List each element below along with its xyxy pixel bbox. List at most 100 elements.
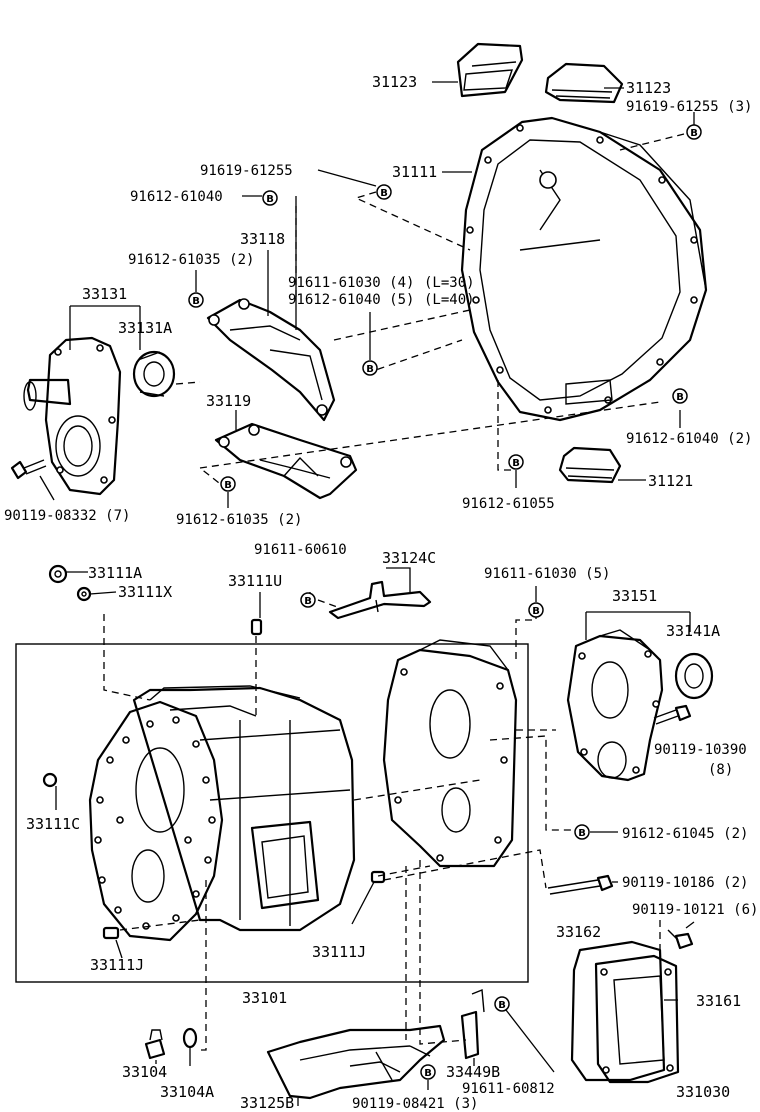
leader-lines bbox=[39, 81, 695, 1106]
label-91611-61030-5: 91611-61030 (5) bbox=[484, 566, 610, 582]
bolt-marker-b: B bbox=[686, 124, 702, 140]
bolt-marker-b: B bbox=[262, 190, 278, 206]
svg-text:B: B bbox=[424, 1068, 432, 1079]
part-33162-gasket bbox=[570, 940, 666, 1082]
part-33111J-pin-right bbox=[370, 870, 386, 884]
label-91611-61030-4: 91611-61030 (4) bbox=[288, 275, 414, 291]
part-33101-transmission-case bbox=[88, 685, 356, 942]
svg-text:B: B bbox=[304, 596, 312, 607]
part-33141A-seal bbox=[674, 652, 714, 700]
label-33162: 33162 bbox=[556, 923, 601, 941]
svg-text:B: B bbox=[224, 480, 232, 491]
label-33124C: 33124C bbox=[382, 549, 436, 567]
part-31121-cover bbox=[558, 446, 622, 484]
part-31123-cover-right bbox=[544, 62, 624, 104]
label-91611-60812: 91611-60812 bbox=[462, 1081, 555, 1097]
bolt-marker-b: B bbox=[420, 1064, 436, 1080]
bolt-marker-b: B bbox=[528, 602, 544, 618]
assembly-33101-frame bbox=[15, 643, 529, 983]
label-91611-60610: 91611-60610 bbox=[254, 542, 347, 558]
part-33111X-gasket bbox=[76, 586, 92, 602]
label-91619-61255: 91619-61255 bbox=[200, 163, 293, 179]
label-91612-61055: 91612-61055 bbox=[462, 496, 555, 512]
label-l40: (L=40) bbox=[424, 292, 475, 308]
bolt-marker-b: B bbox=[188, 292, 204, 308]
bolt-marker-b: B bbox=[508, 454, 524, 470]
part-33449B-clip bbox=[460, 989, 485, 1060]
label-331030: 331030 bbox=[676, 1083, 730, 1101]
label-33111X: 33111X bbox=[118, 583, 172, 601]
label-33104: 33104 bbox=[122, 1063, 167, 1081]
part-33111A-plug bbox=[48, 564, 68, 584]
part-33104-drain-plug bbox=[144, 1029, 166, 1060]
label-33131: 33131 bbox=[82, 285, 127, 303]
bolt-marker-b: B bbox=[376, 184, 392, 200]
label-91612-61040-2: 91612-61040 (2) bbox=[626, 431, 752, 447]
label-33141A: 33141A bbox=[666, 622, 720, 640]
label-31111: 31111 bbox=[392, 163, 437, 181]
label-33111A: 33111A bbox=[88, 564, 142, 582]
svg-text:B: B bbox=[532, 606, 540, 617]
part-90119-10121-bolt bbox=[667, 929, 694, 950]
label-91612-61035-2-bottom: 91612-61035 (2) bbox=[176, 512, 302, 528]
label-33118: 33118 bbox=[240, 230, 285, 248]
part-90119-10186-bolt bbox=[547, 874, 614, 895]
part-33101-intermediate-plate bbox=[382, 639, 518, 868]
part-33161-cover bbox=[594, 954, 680, 1084]
part-33131A-oil-seal bbox=[132, 350, 176, 398]
part-33111U-pin bbox=[250, 618, 263, 636]
svg-text:B: B bbox=[192, 296, 200, 307]
label-33131A: 33131A bbox=[118, 319, 172, 337]
part-33111C-plug bbox=[42, 772, 58, 788]
label-33101: 33101 bbox=[242, 989, 287, 1007]
svg-text:B: B bbox=[676, 392, 684, 403]
bolt-marker-b: B bbox=[300, 592, 316, 608]
label-31123-right: 31123 bbox=[626, 79, 671, 97]
bolt-marker-b: B bbox=[494, 996, 510, 1012]
bolt-marker-b: B bbox=[220, 476, 236, 492]
label-33161: 33161 bbox=[696, 992, 741, 1010]
part-33151-extension-housing bbox=[566, 629, 664, 782]
label-91612-61040-5: 91612-61040 (5) bbox=[288, 292, 414, 308]
bolt-marker-b: B bbox=[574, 824, 590, 840]
label-90119-08332-7: 90119-08332 (7) bbox=[4, 508, 130, 524]
label-91619-61255-3: 91619-61255 (3) bbox=[626, 99, 752, 115]
label-90119-08421-3: 90119-08421 (3) bbox=[352, 1096, 478, 1112]
svg-text:B: B bbox=[266, 194, 274, 205]
label-90119-10390-qty: (8) bbox=[708, 762, 733, 778]
label-90119-10186-2: 90119-10186 (2) bbox=[622, 875, 748, 891]
part-33131-bearing-retainer bbox=[23, 336, 122, 496]
label-33449B: 33449B bbox=[446, 1063, 500, 1081]
label-33111J-left: 33111J bbox=[90, 956, 144, 974]
part-31123-cover-left bbox=[456, 42, 524, 98]
label-91612-61040: 91612-61040 bbox=[130, 189, 223, 205]
bolt-marker-b: B bbox=[362, 360, 378, 376]
alignment-lines bbox=[103, 133, 685, 1051]
part-labels: 31123 31123 91619-61255 (3) 91619-61255 … bbox=[4, 73, 758, 1112]
bolt-marker-b: B bbox=[672, 388, 688, 404]
label-33111C: 33111C bbox=[26, 815, 80, 833]
label-33125B: 33125B bbox=[240, 1094, 294, 1112]
svg-text:B: B bbox=[512, 458, 520, 469]
svg-text:B: B bbox=[578, 828, 586, 839]
part-33119-bracket bbox=[214, 422, 358, 500]
svg-text:B: B bbox=[498, 1000, 506, 1011]
label-33151: 33151 bbox=[612, 587, 657, 605]
part-33125B-cover bbox=[266, 1024, 446, 1100]
part-31111-clutch-housing bbox=[460, 116, 708, 422]
svg-text:B: B bbox=[366, 364, 374, 375]
label-33111U: 33111U bbox=[228, 572, 282, 590]
part-33111J-pin-left bbox=[102, 926, 120, 940]
part-33118-bracket bbox=[206, 298, 336, 422]
label-31121: 31121 bbox=[648, 472, 693, 490]
part-90119-10390-bolt bbox=[653, 704, 692, 725]
label-90119-10121-6: 90119-10121 (6) bbox=[632, 902, 758, 918]
label-90119-10390: 90119-10390 bbox=[654, 742, 747, 758]
label-31123-left: 31123 bbox=[372, 73, 417, 91]
svg-text:B: B bbox=[690, 128, 698, 139]
label-l30: (L=30) bbox=[424, 275, 475, 291]
part-33124C-lever bbox=[328, 580, 432, 620]
label-91612-61045-2: 91612-61045 (2) bbox=[622, 826, 748, 842]
label-33111J-right: 33111J bbox=[312, 943, 366, 961]
